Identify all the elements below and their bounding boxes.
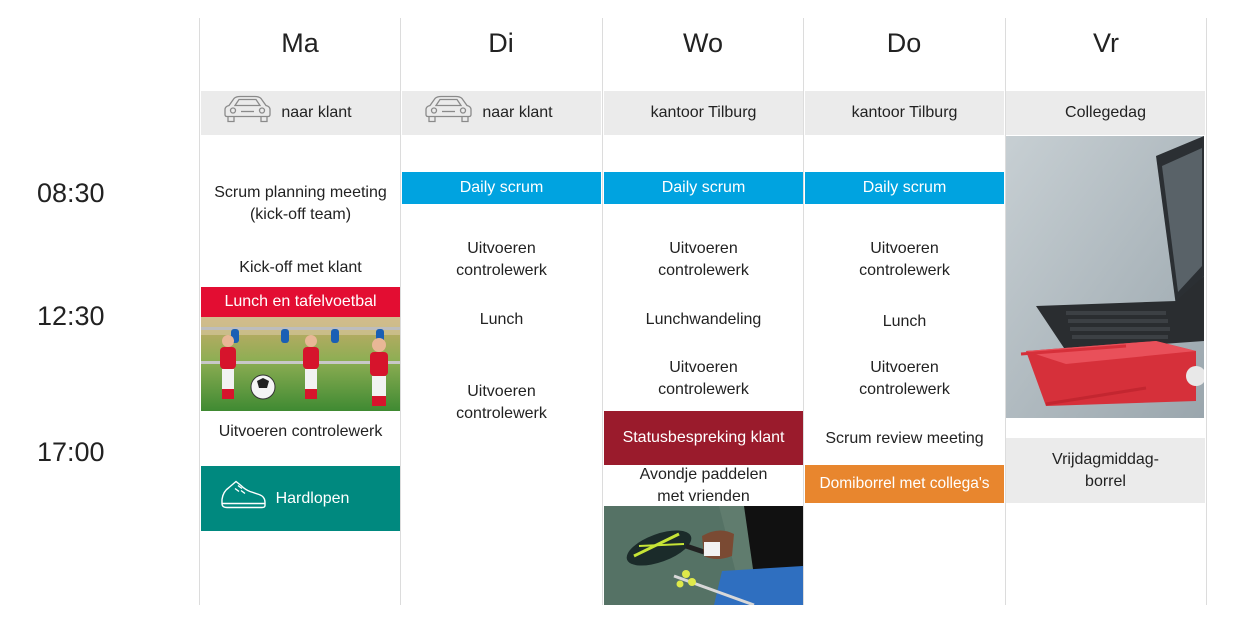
event-label: Hardlopen <box>275 489 350 507</box>
event-label: Daily scrum <box>459 179 544 196</box>
event-monday-run[interactable]: Hardlopen <box>201 466 400 531</box>
event-wednesday-office[interactable]: kantoor Tilburg <box>604 91 803 135</box>
event-label: Scrum planning meeting (kick-off team) <box>214 184 387 223</box>
event-monday-travel[interactable]: naar klant <box>201 91 400 135</box>
event-tuesday-work-1[interactable]: Uitvoeren controlewerk <box>402 236 601 284</box>
event-label: Statusbespreking klant <box>622 429 785 446</box>
event-label: Kick-off met klant <box>239 259 362 276</box>
event-friday-college[interactable]: Collegedag <box>1006 91 1205 135</box>
event-friday-drinks[interactable]: Vrijdagmiddag-borrel <box>1006 438 1205 503</box>
event-wednesday-lunch[interactable]: Lunchwandeling <box>604 308 803 332</box>
event-monday-scrum-planning[interactable]: Scrum planning meeting (kick-off team) <box>201 180 400 228</box>
event-monday-work[interactable]: Uitvoeren controlewerk <box>201 420 400 444</box>
day-header-wednesday: Wo <box>682 28 723 58</box>
event-thursday-review[interactable]: Scrum review meeting <box>805 427 1004 451</box>
event-wednesday-status[interactable]: Statusbespreking klant <box>604 411 803 465</box>
event-label: Collegedag <box>1065 104 1146 121</box>
time-label-1700: 17:00 <box>37 437 105 467</box>
running-shoe-icon <box>219 477 267 520</box>
time-label-1230: 12:30 <box>37 301 105 331</box>
event-thursday-drinks[interactable]: Domiborrel met collega's <box>805 465 1004 503</box>
event-label: Lunch en tafelvoetbal <box>224 293 377 310</box>
event-thursday-work-1[interactable]: Uitvoeren controlewerk <box>805 236 1004 284</box>
car-icon <box>420 93 476 134</box>
column-divider <box>1206 18 1207 605</box>
event-label: Vrijdagmiddag-borrel <box>1051 450 1159 490</box>
event-label: Uitvoeren controlewerk <box>456 240 547 279</box>
event-tuesday-daily-scrum[interactable]: Daily scrum <box>402 172 601 204</box>
event-label: kantoor Tilburg <box>650 104 757 121</box>
event-label: Avondje paddelen met vrienden <box>639 466 768 505</box>
laptop-photo <box>1006 136 1204 418</box>
event-monday-kickoff[interactable]: Kick-off met klant <box>201 256 400 280</box>
event-label: Uitvoeren controlewerk <box>456 383 547 422</box>
event-monday-lunch[interactable]: Lunch en tafelvoetbal <box>201 287 400 317</box>
event-label: Uitvoeren controlewerk <box>859 359 950 398</box>
column-divider <box>602 18 603 605</box>
event-label: Domiborrel met collega's <box>819 475 990 492</box>
column-divider <box>803 18 804 605</box>
event-label: Lunchwandeling <box>645 311 762 328</box>
event-thursday-daily-scrum[interactable]: Daily scrum <box>805 172 1004 204</box>
column-divider <box>1005 18 1006 605</box>
paddle-photo <box>604 506 803 605</box>
event-tuesday-lunch[interactable]: Lunch <box>402 308 601 332</box>
event-label: Uitvoeren controlewerk <box>218 423 383 440</box>
event-wednesday-work-1[interactable]: Uitvoeren controlewerk <box>604 236 803 284</box>
event-tuesday-work-2[interactable]: Uitvoeren controlewerk <box>402 379 601 427</box>
event-label: Uitvoeren controlewerk <box>658 240 749 279</box>
day-header-friday: Vr <box>1093 28 1119 58</box>
day-header-monday: Ma <box>281 28 319 58</box>
event-wednesday-daily-scrum[interactable]: Daily scrum <box>604 172 803 204</box>
event-label: Lunch <box>479 311 524 328</box>
day-header-thursday: Do <box>886 28 922 58</box>
event-wednesday-work-2[interactable]: Uitvoeren controlewerk <box>604 355 803 403</box>
event-thursday-work-2[interactable]: Uitvoeren controlewerk <box>805 355 1004 403</box>
column-divider <box>199 18 200 605</box>
event-label: Uitvoeren controlewerk <box>658 359 749 398</box>
event-label: Daily scrum <box>661 179 746 196</box>
event-label: naar klant <box>482 104 553 121</box>
event-label: Uitvoeren controlewerk <box>859 240 950 279</box>
event-label: naar klant <box>281 104 352 121</box>
time-label-0830: 08:30 <box>37 178 105 208</box>
car-icon <box>219 93 275 134</box>
column-divider <box>400 18 401 605</box>
event-thursday-lunch[interactable]: Lunch <box>805 310 1004 334</box>
event-label: Daily scrum <box>862 179 947 196</box>
event-label: Lunch <box>882 313 927 330</box>
event-label: kantoor Tilburg <box>851 104 958 121</box>
foosball-photo <box>201 317 400 411</box>
event-label: Scrum review meeting <box>825 430 984 447</box>
event-tuesday-travel[interactable]: naar klant <box>402 91 601 135</box>
event-thursday-office[interactable]: kantoor Tilburg <box>805 91 1004 135</box>
event-wednesday-evening[interactable]: Avondje paddelen met vrienden <box>604 464 803 508</box>
day-header-tuesday: Di <box>488 28 514 58</box>
